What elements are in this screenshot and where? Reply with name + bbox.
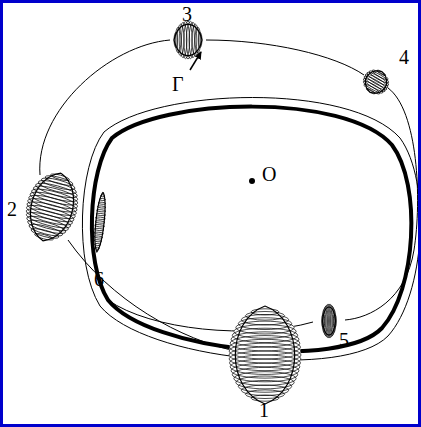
callout-label: 6 [94, 269, 104, 289]
callout-label: 5 [339, 330, 349, 350]
torus-coil [322, 304, 336, 338]
callout-label: Γ [172, 74, 184, 94]
trajectory [206, 40, 364, 75]
callout-label: 4 [399, 47, 409, 67]
callout-label: 1 [259, 400, 269, 420]
torus-coil [359, 65, 394, 99]
callout-label: 2 [7, 199, 17, 219]
torus-coil [19, 167, 85, 248]
center-point [249, 178, 255, 184]
torus-coil [229, 306, 301, 404]
trajectory [68, 240, 240, 352]
trajectory [40, 40, 170, 175]
trajectory [345, 88, 418, 320]
callout-label: 3 [182, 4, 192, 24]
torus-coil [174, 21, 202, 59]
torus-coil [92, 192, 108, 253]
callout-label: O [262, 164, 276, 184]
